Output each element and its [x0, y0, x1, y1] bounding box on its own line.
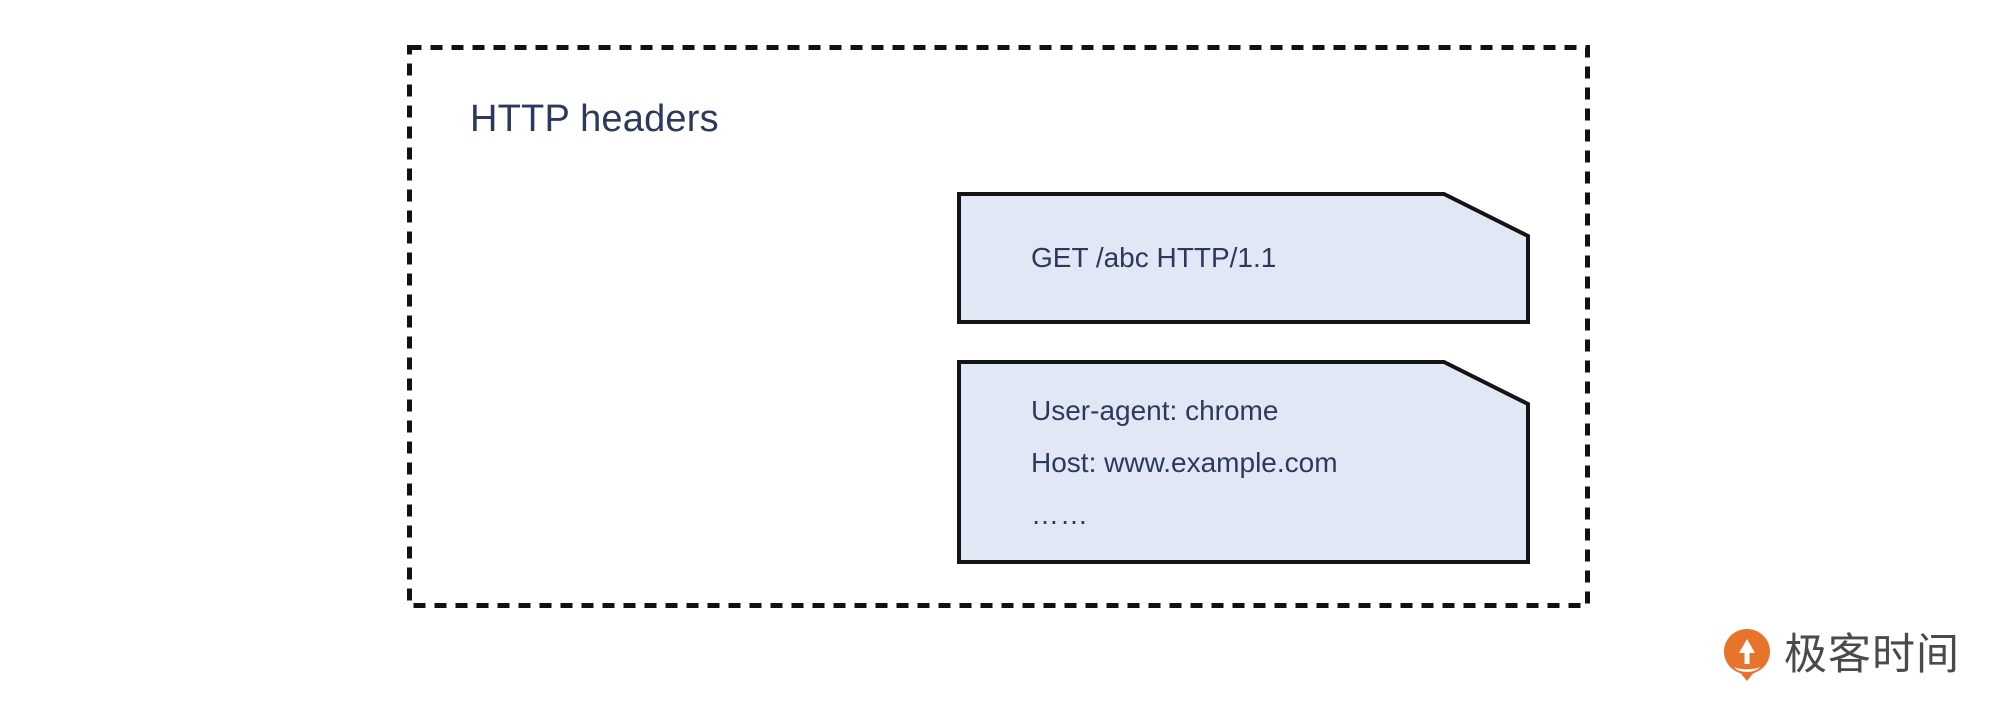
- note-line: GET /abc HTTP/1.1: [1031, 242, 1277, 273]
- note-line: Host: www.example.com: [1031, 447, 1338, 478]
- note-request-line: GET /abc HTTP/1.1: [957, 192, 1530, 324]
- note-header-fields-text: User-agent: chrome Host: www.example.com…: [1031, 385, 1520, 541]
- dashed-border-shape: [407, 45, 1590, 608]
- watermark: 极客时间: [1722, 628, 1960, 682]
- note-header-fields: User-agent: chrome Host: www.example.com…: [957, 360, 1530, 564]
- note-shape-clipped-corner: [957, 192, 1530, 324]
- note-request-line-text: GET /abc HTTP/1.1: [1031, 232, 1520, 284]
- note-line: User-agent: chrome: [1031, 395, 1279, 426]
- geektime-pin-logo-icon: [1724, 629, 1770, 681]
- container-title: HTTP headers: [470, 98, 719, 140]
- http-headers-container: HTTP headers: [407, 45, 1590, 608]
- note-line-ellipsis: ……: [1031, 499, 1089, 530]
- watermark-text: 极客时间: [1784, 629, 1960, 680]
- note-shape-clipped-corner: [957, 360, 1530, 564]
